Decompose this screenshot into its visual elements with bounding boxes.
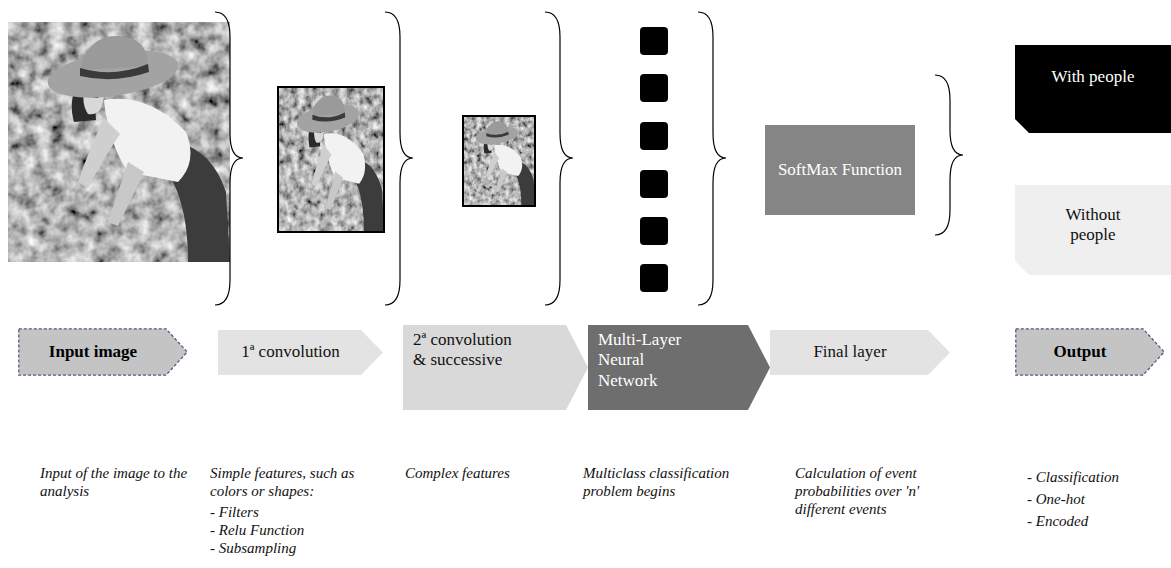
node-label: With people [1052, 67, 1135, 87]
stage-arrow: Output [1015, 328, 1165, 376]
node-label: Output [1054, 342, 1107, 362]
output-class-box: With people [1015, 45, 1171, 133]
description-note: - One-hot [1027, 490, 1167, 508]
description-note: - Subsampling [210, 539, 390, 557]
stage-arrow: 1ª convolution [218, 330, 383, 375]
node-label: Input image [49, 342, 137, 362]
outline-shape [588, 325, 770, 410]
stage-arrow: 2ª convolution & successive [403, 325, 588, 410]
node-label: 2ª convolution & successive [413, 330, 517, 371]
input-photo [8, 22, 230, 262]
description-note: - Encoded [1027, 512, 1167, 530]
node-label: Without people [1048, 205, 1138, 246]
photo-border [463, 116, 535, 206]
outline-shape [765, 125, 915, 215]
outline-shape [1015, 185, 1171, 275]
outline-shape [19, 329, 187, 375]
curly-brackets [215, 12, 963, 305]
neuron-column [640, 27, 668, 292]
stage-arrow: Multi-Layer Neural Network [588, 325, 770, 410]
node-label: 1ª convolution [241, 342, 340, 362]
outline-shape [403, 325, 588, 410]
outline-shape [1015, 45, 1171, 133]
description-note: - Relu Function [210, 521, 390, 539]
softmax-box: SoftMax Function [765, 125, 915, 215]
photo-border [278, 87, 384, 232]
node-label: SoftMax Function [778, 160, 902, 180]
feature-map-photo [278, 87, 384, 232]
stage-arrow: Input image [18, 328, 188, 376]
output-class-box: Without people [1015, 185, 1171, 275]
description-note: - Classification [1027, 468, 1167, 486]
description-note: Multiclass classification problem begins [583, 464, 758, 500]
node-label: Multi-Layer Neural Network [598, 330, 702, 391]
outline-shape [218, 330, 383, 375]
description-note: - Filters [210, 503, 390, 521]
feature-map-photo [463, 116, 535, 206]
node-label: Final layer [813, 342, 886, 362]
description-note: Input of the image to the analysis [40, 464, 195, 500]
output-class-box-outline [1015, 45, 1171, 133]
description-note: Complex features [405, 464, 575, 482]
description-note: Calculation of event probabilities over … [795, 464, 955, 518]
description-note: Simple features, such as colors or shape… [210, 464, 390, 500]
stage-arrow: Final layer [770, 330, 950, 375]
outline-shape [1016, 329, 1164, 375]
outline-shape [770, 330, 950, 375]
